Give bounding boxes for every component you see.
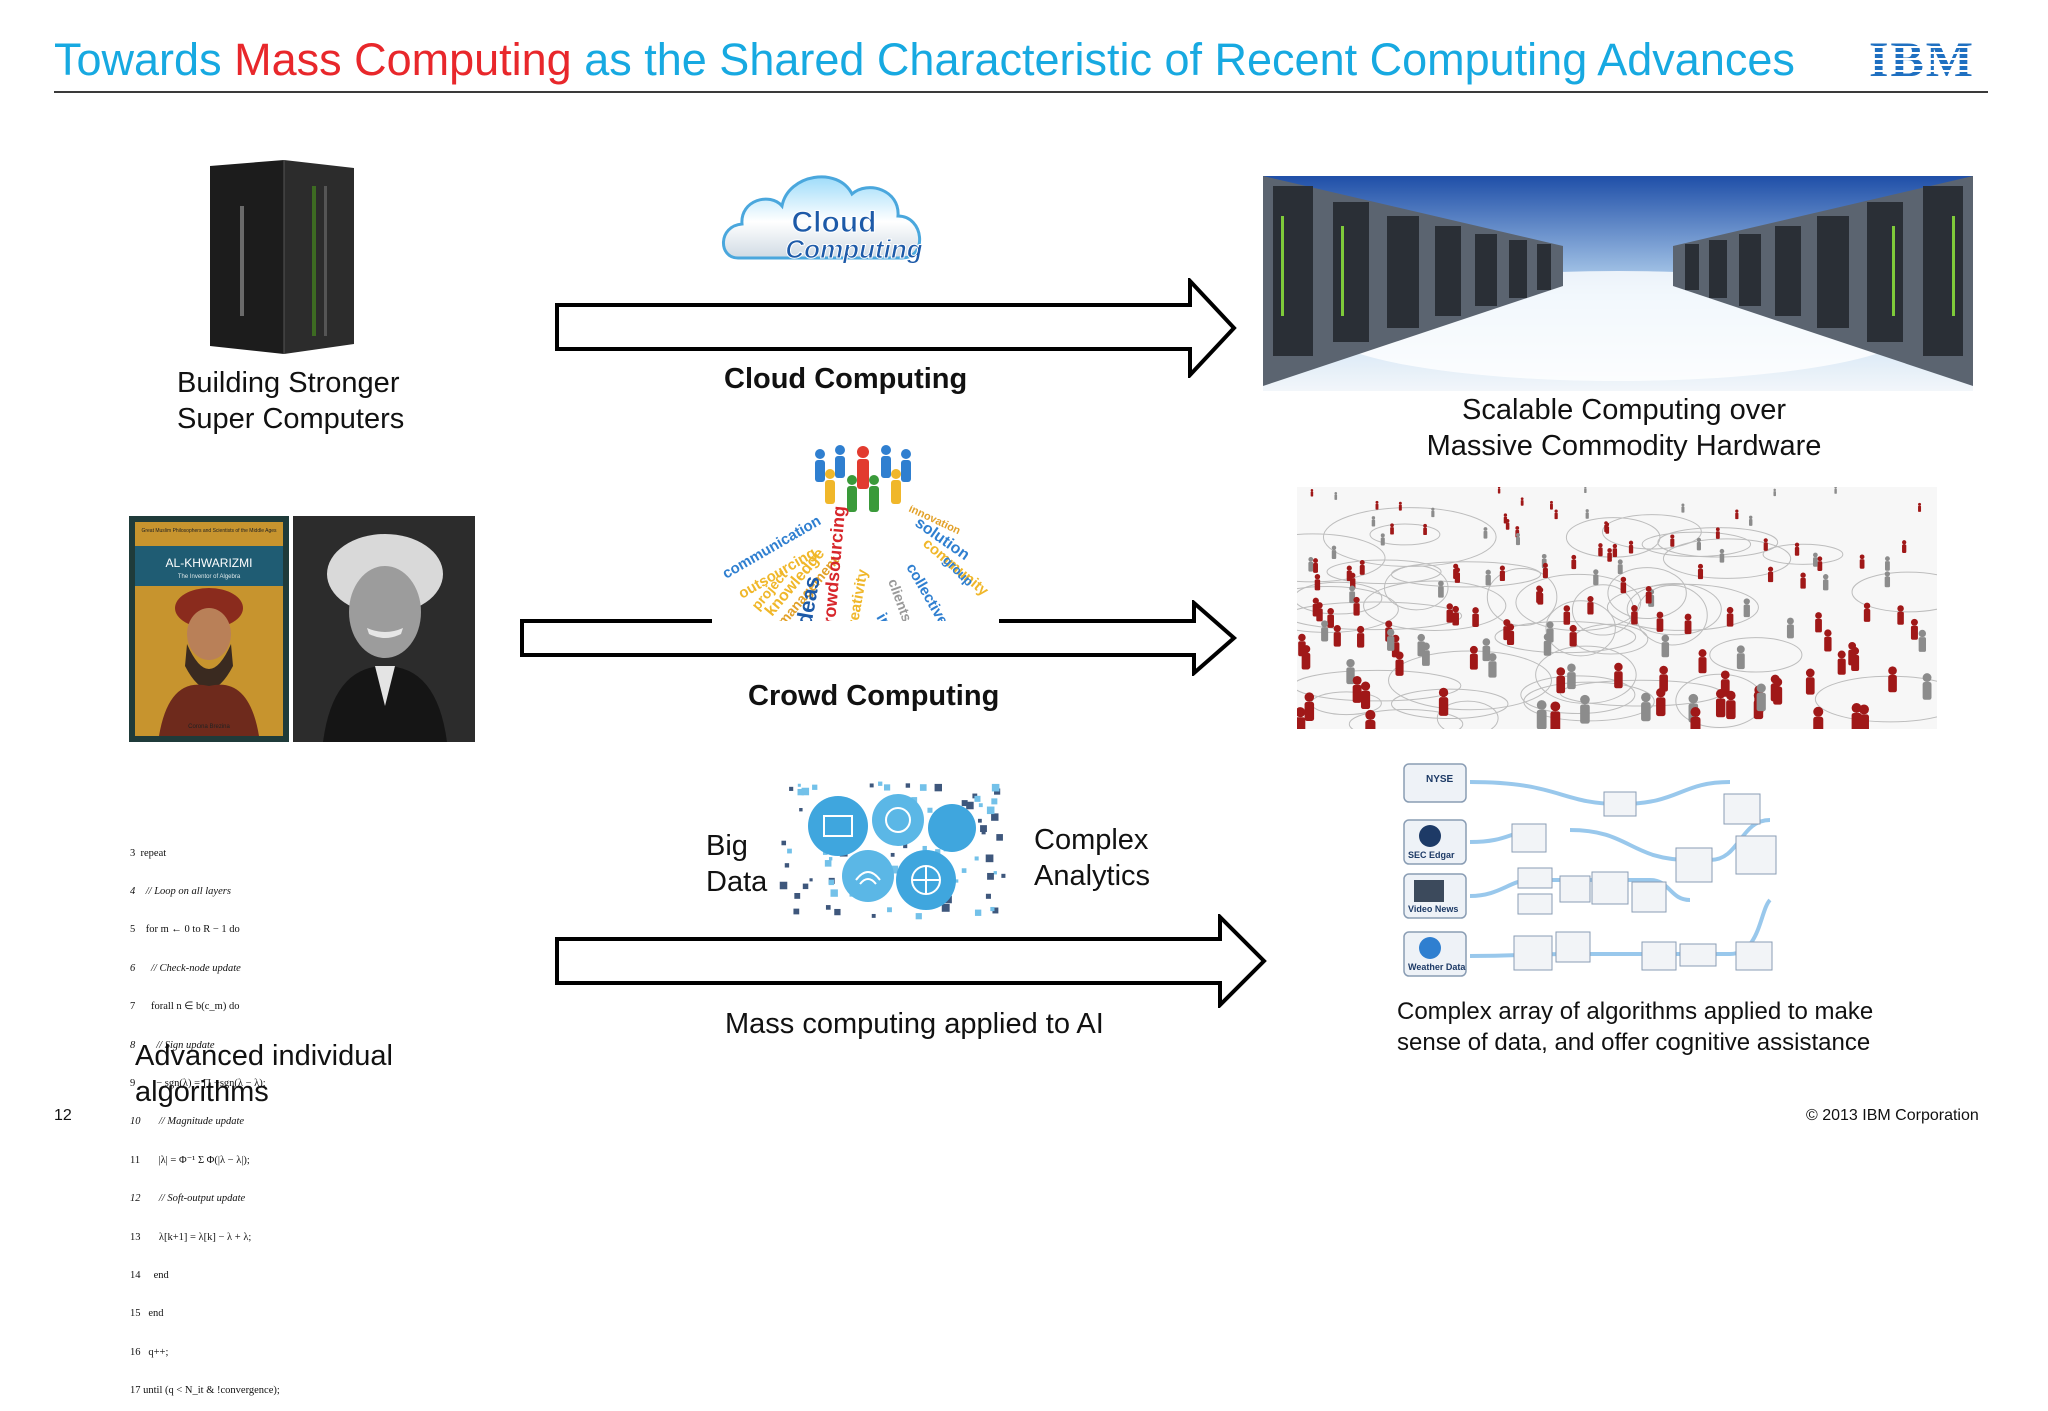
- title-part1: Towards: [54, 34, 235, 85]
- code-line: 13 λ[k+1] = λ[k] − λ + λ;: [130, 1231, 252, 1243]
- big-data-label: Big Data: [706, 830, 768, 898]
- code-line: 16 q++;: [130, 1346, 169, 1358]
- ibm-logo: IBM: [1869, 36, 1975, 82]
- code-line: 6 // Check-node update: [130, 962, 241, 974]
- big-data-analytics-graphic: [779, 781, 1006, 920]
- einstein-portrait-image: [293, 516, 475, 742]
- cloud-arrow: [555, 278, 1237, 378]
- code-line: 14 end: [130, 1269, 169, 1281]
- code-line: 15 end: [130, 1308, 164, 1320]
- code-line: 17 until (q < N_it & !convergence);: [130, 1385, 280, 1397]
- title-highlight: Mass Computing: [234, 34, 572, 85]
- datacenter-image: [1263, 176, 1973, 391]
- copyright: © 2013 IBM Corporation: [1806, 1107, 1979, 1124]
- analytics-flow-diagram: NYSE SEC Edgar Video News Weather Data: [1400, 760, 1820, 986]
- cloud-computing-label: Cloud Computing: [724, 363, 968, 395]
- ai-arrow: [555, 914, 1267, 1008]
- svg-text:Video News: Video News: [1408, 904, 1458, 914]
- svg-text:Computing: Computing: [785, 234, 922, 264]
- svg-text:NYSE: NYSE: [1426, 774, 1454, 785]
- crowd-people-icon: [815, 445, 911, 512]
- code-line: 7 forall n ∈ b(c_m) do: [130, 1001, 240, 1013]
- svg-text:Corona Brezina: Corona Brezina: [188, 724, 230, 730]
- complex-analytics-label: Complex Analytics: [1034, 824, 1151, 892]
- page-number: 12: [54, 1107, 72, 1124]
- svg-text:AL-KHWARIZMI: AL-KHWARIZMI: [166, 556, 253, 570]
- title-divider: [54, 91, 1988, 93]
- svg-text:Cloud: Cloud: [792, 206, 877, 239]
- code-line: 8 // Sign update: [130, 1039, 215, 1051]
- supercomputer-image: [210, 160, 354, 354]
- title-part2: as the Shared Characteristic of Recent C…: [571, 34, 1795, 85]
- flow-diagram-label: Complex array of algorithms applied to m…: [1397, 998, 1874, 1056]
- svg-text:Weather Data: Weather Data: [1408, 962, 1466, 972]
- code-line: 10 // Magnitude update: [130, 1116, 245, 1128]
- datacenter-label: Scalable Computing over Massive Commodit…: [1426, 394, 1822, 462]
- book-cover-image: Great Muslim Philosophers and Scientists…: [129, 516, 289, 742]
- code-line: 5 for m ← 0 to R − 1 do: [130, 924, 240, 936]
- code-line: 3 repeat: [130, 847, 167, 859]
- code-line: 4 // Loop on all layers: [130, 885, 231, 897]
- supercomputer-label: Building Stronger Super Computers: [177, 367, 405, 435]
- svg-text:SEC Edgar: SEC Edgar: [1408, 850, 1455, 860]
- code-line: 9 − sgn(λ) = ∏ −sgn(λ − λ);: [130, 1077, 266, 1089]
- svg-text:IBM: IBM: [1869, 36, 1975, 82]
- svg-text:The Inventor of Algebra: The Inventor of Algebra: [178, 574, 241, 580]
- code-line: 12 // Soft-output update: [130, 1193, 246, 1205]
- crowd-computing-label: Crowd Computing: [748, 680, 1000, 712]
- cloud-computing-logo: Cloud Computing: [722, 175, 923, 265]
- mass-computing-ai-label: Mass computing applied to AI: [725, 1008, 1104, 1040]
- algorithm-pseudocode: 3 repeat 4 // Loop on all layers 5 for m…: [130, 822, 490, 1396]
- crowd-arrow: [520, 600, 1238, 676]
- slide-title: Towards Mass Computing as the Shared Cha…: [54, 34, 1854, 86]
- code-line: 11 |λ| = Φ⁻¹ Σ Φ(|λ − λ|);: [130, 1154, 250, 1166]
- svg-text:Great Muslim Philosophers and: Great Muslim Philosophers and Scientists…: [141, 528, 277, 534]
- crowd-network-image: [1297, 487, 1937, 729]
- algorithms-label: Advanced individual algorithms: [135, 1040, 393, 1108]
